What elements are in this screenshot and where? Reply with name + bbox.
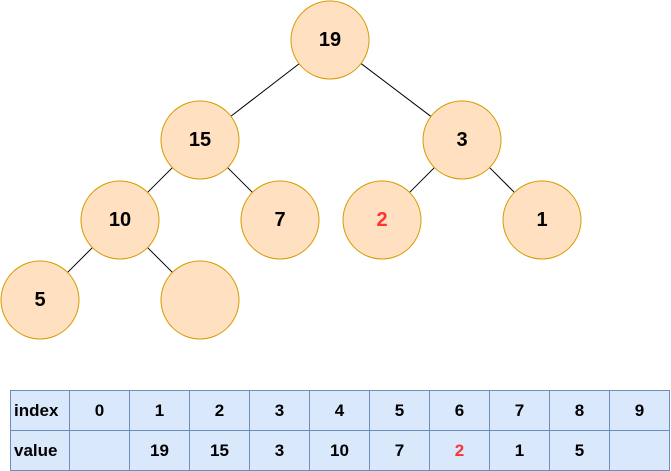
tree-node-circle <box>342 180 422 260</box>
tree-node <box>160 260 240 340</box>
tree-node-circle <box>502 180 582 260</box>
tree-node-label: 3 <box>456 129 467 151</box>
index-cell: 8 <box>549 390 610 431</box>
tree-node: 7 <box>240 180 320 260</box>
index-cell: 7 <box>489 390 550 431</box>
tree-node-circle <box>240 180 320 260</box>
index-cell: 6 <box>429 390 490 431</box>
index-cell: 1 <box>129 390 190 431</box>
tree-node-label: 19 <box>319 29 341 51</box>
tree-node-circle <box>422 100 502 180</box>
tree-node-circle <box>80 180 160 260</box>
tree-node-circle <box>160 260 240 340</box>
tree-edge-n1-n2 <box>230 63 300 117</box>
tree-node-label: 1 <box>536 209 547 231</box>
tree-node-label: 7 <box>274 209 285 231</box>
tree-node: 19 <box>290 0 370 80</box>
value-cell: 5 <box>549 430 610 471</box>
tree-edge-n4-n8 <box>67 247 93 273</box>
tree-edge-n3-n7 <box>489 167 515 193</box>
value-cell <box>69 430 130 471</box>
index-cell: 3 <box>249 390 310 431</box>
index-cell: 0 <box>69 390 130 431</box>
tree-node: 3 <box>422 100 502 180</box>
tree-node: 2 <box>342 180 422 260</box>
value-cell: 1 <box>489 430 550 471</box>
index-cell: 9 <box>609 390 670 431</box>
index-row-header: index <box>10 390 70 431</box>
tree-edge-n2-n5 <box>227 167 253 193</box>
value-cell: 15 <box>189 430 250 471</box>
tree-node-circle <box>160 100 240 180</box>
tree-node: 1 <box>502 180 582 260</box>
index-cell: 4 <box>309 390 370 431</box>
value-cell: 10 <box>309 430 370 471</box>
tree-edge-n2-n4 <box>147 167 173 193</box>
tree-node-label: 15 <box>189 129 211 151</box>
tree-node-circle <box>290 0 370 80</box>
tree-edge-n1-n3 <box>360 63 432 117</box>
tree-node: 15 <box>160 100 240 180</box>
tree-node-circle <box>0 260 80 340</box>
value-cell: 19 <box>129 430 190 471</box>
tree-node: 10 <box>80 180 160 260</box>
value-row-header: value <box>10 430 70 471</box>
tree-edges <box>67 63 515 273</box>
index-cell: 2 <box>189 390 250 431</box>
tree-edge-n3-n6 <box>409 167 435 193</box>
index-cell: 5 <box>369 390 430 431</box>
value-cell: 2 <box>429 430 490 471</box>
value-cell <box>609 430 670 471</box>
tree-node-label: 10 <box>109 209 131 231</box>
tree-node-label: 2 <box>376 209 387 231</box>
tree-edge-n4-n9 <box>147 247 173 273</box>
tree-node-label: 5 <box>34 289 45 311</box>
value-cell: 7 <box>369 430 430 471</box>
tree-node: 5 <box>0 260 80 340</box>
value-cell: 3 <box>249 430 310 471</box>
